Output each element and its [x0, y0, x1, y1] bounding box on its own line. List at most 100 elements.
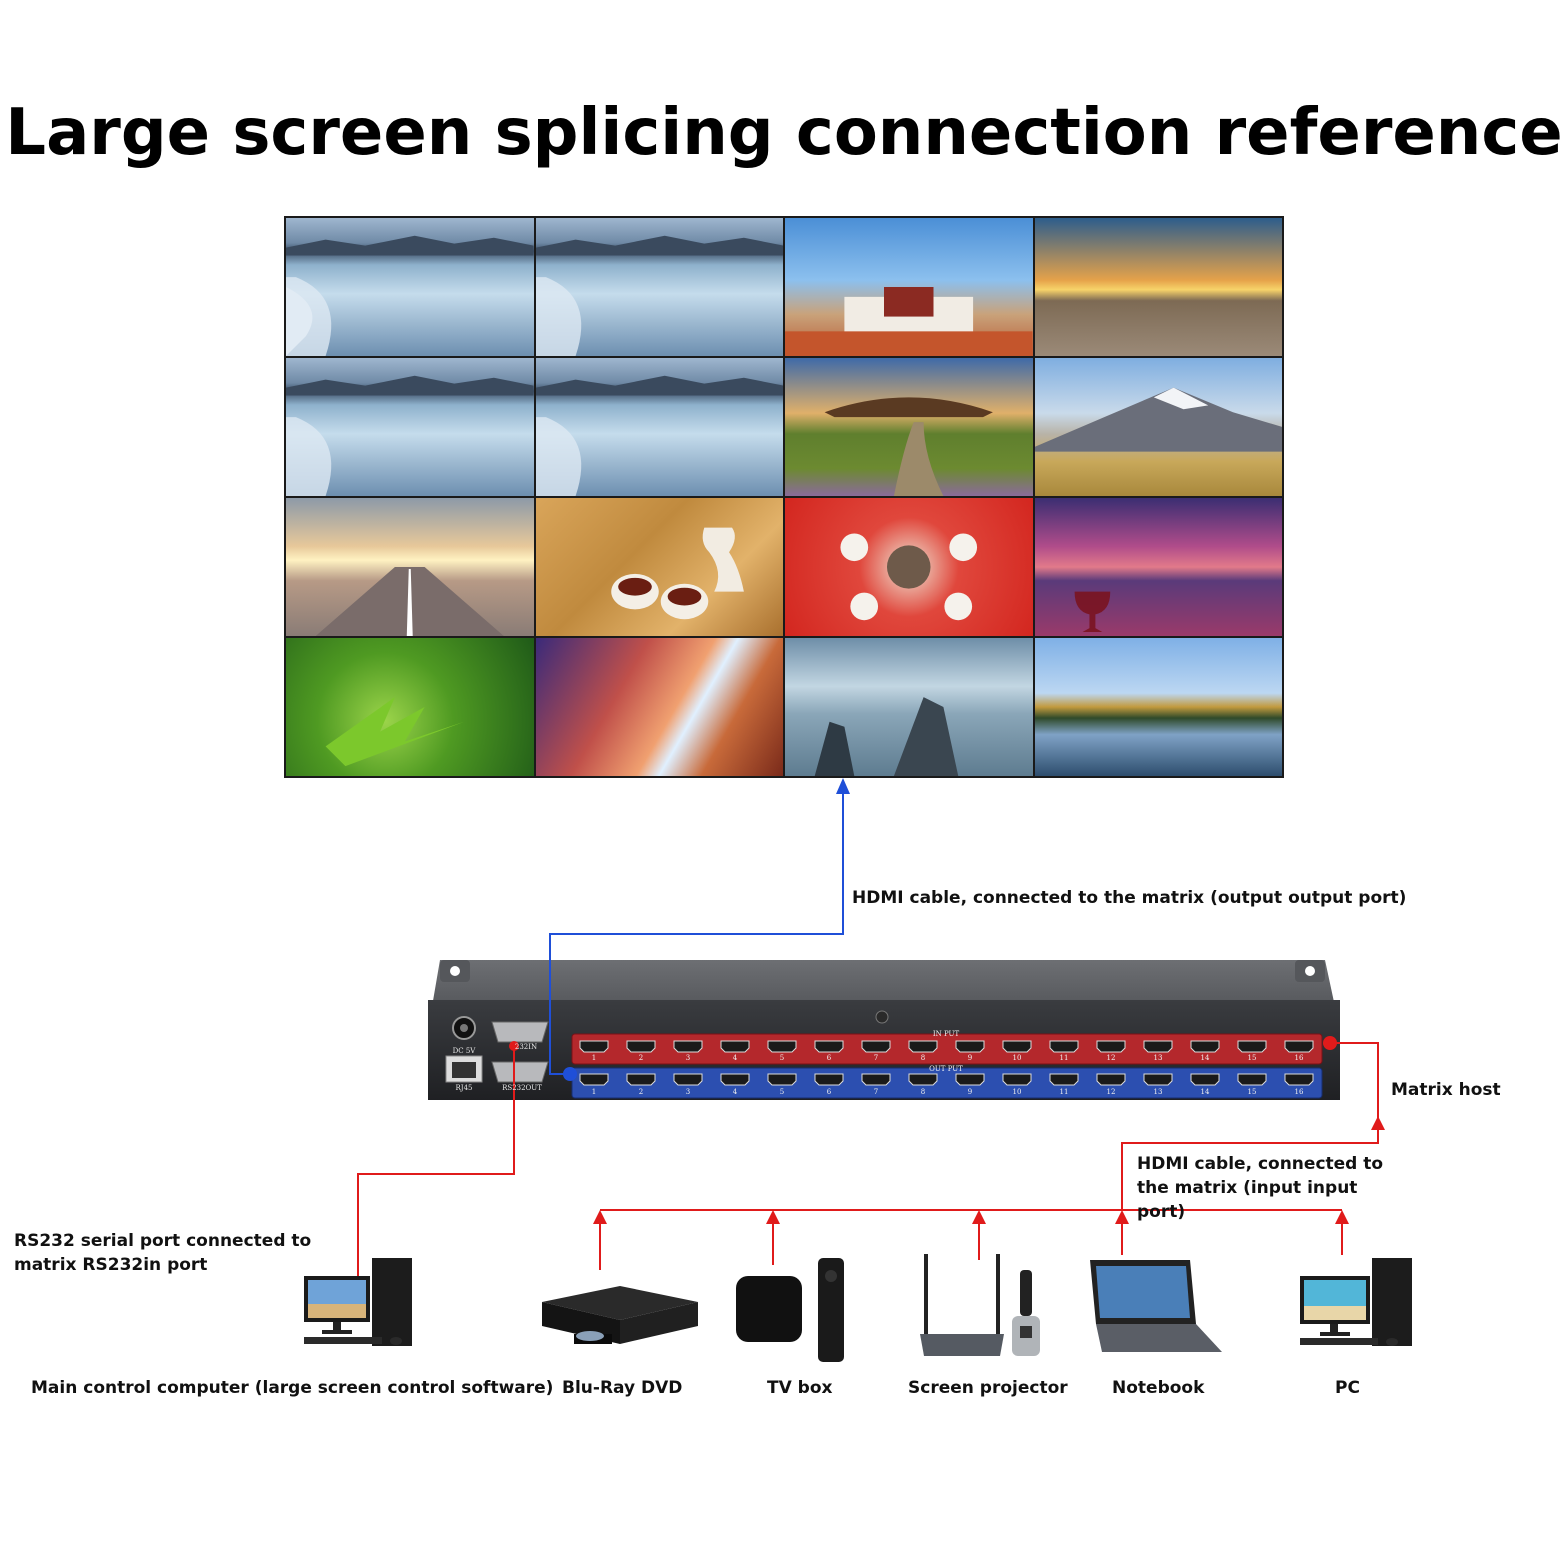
sunset-road-icon — [1034, 218, 1282, 356]
output-port-number: 12 — [1107, 1088, 1116, 1096]
matrix-host-line — [1330, 1042, 1379, 1128]
input-port-number: 10 — [1013, 1054, 1022, 1062]
desktop-computer-icon — [1300, 1258, 1412, 1346]
input-hdmi-port-icon — [1284, 1040, 1314, 1053]
output-port-number: 2 — [639, 1088, 643, 1096]
frozen-lake-icon — [535, 218, 783, 356]
sunrise-highway-icon — [286, 498, 534, 636]
input-hdmi-port-icon — [1096, 1040, 1126, 1053]
output-cable-label: HDMI cable, connected to the matrix (out… — [852, 888, 1407, 908]
output-hdmi-port-icon — [861, 1073, 891, 1086]
output-panel-label: OUT PUT — [929, 1065, 963, 1073]
output-port-number: 16 — [1295, 1088, 1304, 1096]
input-hdmi-port-icon — [1190, 1040, 1220, 1053]
matrix-host-device — [428, 960, 1340, 1100]
input-connection-dot — [1323, 1036, 1337, 1050]
output-hdmi-port-icon — [814, 1073, 844, 1086]
canyon-icon — [535, 638, 783, 776]
input-hdmi-port-icon — [767, 1040, 797, 1053]
matrix-host-label: Matrix host — [1391, 1080, 1501, 1100]
device-label-main-computer: Main control computer (large screen cont… — [31, 1378, 554, 1398]
input-arrow-icon — [593, 1210, 1349, 1224]
rj45-label: RJ45 — [456, 1084, 473, 1092]
input-hdmi-port-icon — [579, 1040, 609, 1053]
laptop-icon — [1090, 1260, 1222, 1352]
output-port-number: 1 — [592, 1088, 596, 1096]
frozen-lake-icon — [286, 358, 534, 496]
rs232-connection-dot — [509, 1041, 519, 1051]
input-drop-lines — [599, 1222, 1343, 1270]
input-port-number: 12 — [1107, 1054, 1116, 1062]
rs232in-label: 232IN — [515, 1043, 537, 1051]
input-panel-label: IN PUT — [933, 1030, 960, 1038]
output-port-number: 4 — [733, 1088, 738, 1096]
output-hdmi-port-icon — [955, 1073, 985, 1086]
output-hdmi-port-icon — [908, 1073, 938, 1086]
device-label-projector: Screen projector — [908, 1378, 1068, 1398]
input-port-number: 9 — [968, 1054, 972, 1062]
lake-forest-icon — [1034, 638, 1282, 776]
dc-label: DC 5V — [453, 1047, 477, 1055]
output-hdmi-port-icon — [1002, 1073, 1032, 1086]
input-hdmi-port-icon — [861, 1040, 891, 1053]
desktop-computer-icon — [304, 1258, 412, 1346]
tv-box-icon — [736, 1258, 844, 1362]
input-hdmi-port-icon — [814, 1040, 844, 1053]
output-port-number: 13 — [1154, 1088, 1163, 1096]
output-hdmi-port-icon — [767, 1073, 797, 1086]
input-cable-line — [1121, 1130, 1379, 1210]
output-hdmi-port-icon — [579, 1073, 609, 1086]
output-connection-dot — [563, 1067, 577, 1081]
output-hdmi-port-icon — [1284, 1073, 1314, 1086]
input-port-number: 6 — [827, 1054, 832, 1062]
output-port-number: 11 — [1060, 1088, 1069, 1096]
output-hdmi-port-icon — [673, 1073, 703, 1086]
device-label-tv-box: TV box — [767, 1378, 833, 1398]
output-hdmi-port-icon — [1237, 1073, 1267, 1086]
video-wall — [284, 216, 1284, 778]
output-port-number: 7 — [874, 1088, 878, 1096]
input-port-number: 2 — [639, 1054, 643, 1062]
frozen-lake-icon — [286, 218, 534, 356]
frozen-lake-icon — [535, 358, 783, 496]
device-label-pc: PC — [1335, 1378, 1360, 1398]
input-port-number: 11 — [1060, 1054, 1069, 1062]
wine-sunset-icon — [1034, 498, 1282, 636]
input-hdmi-port-icon — [1002, 1040, 1032, 1053]
input-port-number: 5 — [780, 1054, 784, 1062]
input-port-number: 4 — [733, 1054, 738, 1062]
output-port-number: 8 — [921, 1088, 925, 1096]
input-hdmi-port-icon — [720, 1040, 750, 1053]
output-port-number: 9 — [968, 1088, 972, 1096]
input-port-number: 8 — [921, 1054, 925, 1062]
output-cable-line — [549, 790, 844, 1075]
tea-leaves-icon — [535, 498, 783, 636]
output-arrow-icon — [836, 778, 850, 794]
matrix-host-arrow-icon — [1371, 1116, 1385, 1130]
input-hdmi-port-icon — [1143, 1040, 1173, 1053]
output-port-number: 6 — [827, 1088, 832, 1096]
output-port-number: 10 — [1013, 1088, 1022, 1096]
output-hdmi-port-icon — [1143, 1073, 1173, 1086]
input-hdmi-port-icon — [908, 1040, 938, 1053]
device-label-notebook: Notebook — [1112, 1378, 1205, 1398]
rs232out-label: RS232OUT — [502, 1084, 542, 1092]
palace-icon — [785, 218, 1033, 356]
output-port-number: 14 — [1201, 1088, 1210, 1096]
device-label-bluray: Blu-Ray DVD — [562, 1378, 683, 1398]
input-hdmi-port-icon — [1237, 1040, 1267, 1053]
input-port-number: 1 — [592, 1054, 596, 1062]
snow-mountain-icon — [1034, 358, 1282, 496]
output-port-number: 3 — [686, 1088, 690, 1096]
output-port-number: 15 — [1248, 1088, 1257, 1096]
input-cable-label: HDMI cable, connected to the matrix (inp… — [1137, 1154, 1384, 1222]
input-hdmi-port-icon — [1049, 1040, 1079, 1053]
screen-projector-icon — [920, 1254, 1040, 1356]
rocks-sea-icon — [785, 638, 1033, 776]
input-port-number: 14 — [1201, 1054, 1210, 1062]
page-title: Large screen splicing connection referen… — [5, 96, 1563, 170]
pagoda-field-icon — [785, 358, 1033, 496]
